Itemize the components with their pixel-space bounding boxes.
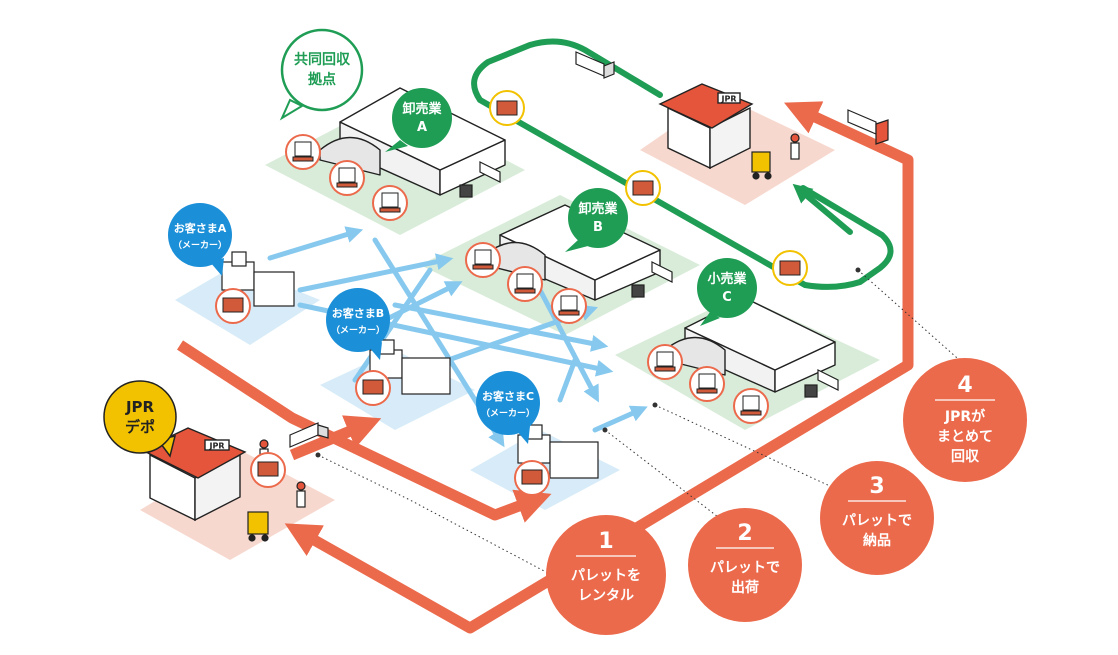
label-jpr-depot-2: デポ	[125, 418, 155, 436]
leader-dots	[315, 267, 861, 458]
step-2-number: 2	[737, 521, 752, 546]
pallet-badge-collect	[625, 170, 661, 206]
step-2: 2 パレットで 出荷	[688, 508, 802, 622]
bubble-retailer-c: 小売業 C	[697, 258, 757, 326]
forklift-icon	[804, 384, 818, 398]
worker-icon	[790, 133, 800, 160]
label-customer-b-1: お客さまB	[332, 306, 384, 320]
step-1-line-1: パレットを	[571, 568, 641, 584]
pallet-badge-cargo	[329, 160, 365, 196]
truck-icon	[575, 51, 615, 79]
step-4: 4 JPRが まとめて 回収	[903, 358, 1027, 482]
step-4-number: 4	[957, 373, 972, 398]
pallet-badge-stack	[355, 370, 391, 406]
label-retailer-c-1: 小売業	[707, 271, 747, 287]
step-3-line-1: パレットで	[842, 513, 912, 529]
step-4-line-1: JPRが	[944, 408, 986, 425]
leader-lines	[317, 269, 966, 591]
pallet-badge-stack	[250, 452, 286, 488]
jpr-sign-top: JPR	[721, 95, 737, 104]
orange-collection-path	[284, 101, 914, 634]
forklift-icon	[459, 184, 473, 198]
pallet-badge-cargo	[551, 288, 587, 324]
label-jpr-depot-1: JPR	[125, 398, 155, 416]
forklift-icon	[247, 511, 269, 542]
bubble-jpr-depot: JPR デポ	[103, 380, 177, 458]
jpr-building-top: JPR	[658, 83, 754, 170]
forklift-icon	[631, 284, 645, 298]
forklift-icon	[751, 151, 772, 180]
label-wholesaler-b-1: 卸売業	[578, 201, 618, 217]
label-wholesaler-b-2: B	[593, 220, 603, 235]
step-3: 3 パレットで 納品	[820, 461, 934, 575]
truck-icon	[479, 161, 501, 183]
bubble-joint-collection: 共同回収 拠点	[279, 28, 364, 121]
pallet-badge-stack	[215, 288, 251, 324]
pallet-badge-cargo	[465, 242, 501, 278]
label-wholesaler-a-1: 卸売業	[402, 101, 442, 117]
worker-icon	[296, 481, 306, 508]
step-4-line-2: まとめて	[937, 429, 993, 445]
pallet-badge-cargo	[689, 366, 725, 402]
step-3-line-2: 納品	[863, 532, 891, 549]
forklift-icons	[247, 151, 818, 542]
pallet-badges-yellow	[489, 90, 808, 286]
label-customer-a-2: （メーカー）	[173, 240, 227, 251]
jpr-sign-depot: JPR	[209, 442, 225, 451]
truck-icon	[651, 261, 673, 283]
label-wholesaler-a-2: A	[417, 120, 427, 135]
step-2-line-2: 出荷	[731, 579, 759, 596]
step-1-number: 1	[598, 529, 613, 554]
bubble-customer-b: お客さまB （メーカー）	[326, 288, 390, 360]
pallet-badge-cargo	[285, 134, 321, 170]
bubble-customer-a: お客さまA （メーカー）	[168, 203, 232, 276]
factory-customer-b	[369, 339, 451, 395]
bubble-wholesaler-a: 卸売業 A	[385, 88, 452, 152]
green-arrowhead	[792, 183, 853, 235]
pallet-badge-cargo	[647, 344, 683, 380]
label-customer-c-2: （メーカー）	[481, 408, 535, 419]
truck-icon	[817, 369, 839, 391]
orange-flow	[176, 101, 914, 634]
label-customer-a-1: お客さまA	[174, 221, 227, 235]
truck-icon	[847, 109, 889, 145]
step-1-line-2: レンタル	[578, 588, 634, 604]
step-1: 1 パレットを レンタル	[546, 515, 666, 635]
truck-icons	[289, 51, 889, 448]
pallet-badge-stack	[514, 460, 550, 496]
bubble-wholesaler-b: 卸売業 B	[565, 188, 628, 252]
pallet-badge-collect	[489, 90, 525, 126]
pallet-badge-collect	[772, 250, 808, 286]
step-3-number: 3	[869, 474, 884, 499]
step-2-line-1: パレットで	[710, 560, 780, 576]
label-customer-b-2: （メーカー）	[331, 325, 385, 336]
pallet-badges	[215, 134, 769, 496]
bubble-customer-c: お客さまC （メーカー）	[476, 371, 540, 444]
pallet-badge-cargo	[733, 388, 769, 424]
truck-icon	[289, 422, 329, 448]
pallet-badge-cargo	[372, 185, 408, 221]
label-customer-c-1: お客さまC	[482, 389, 534, 403]
pallet-badge-cargo	[507, 266, 543, 302]
step-4-line-3: 回収	[951, 448, 980, 465]
label-retailer-c-2: C	[722, 290, 732, 305]
label-joint-collection-1: 共同回収	[294, 51, 351, 68]
factory-customer-c	[517, 424, 599, 479]
label-joint-collection-2: 拠点	[308, 71, 336, 88]
